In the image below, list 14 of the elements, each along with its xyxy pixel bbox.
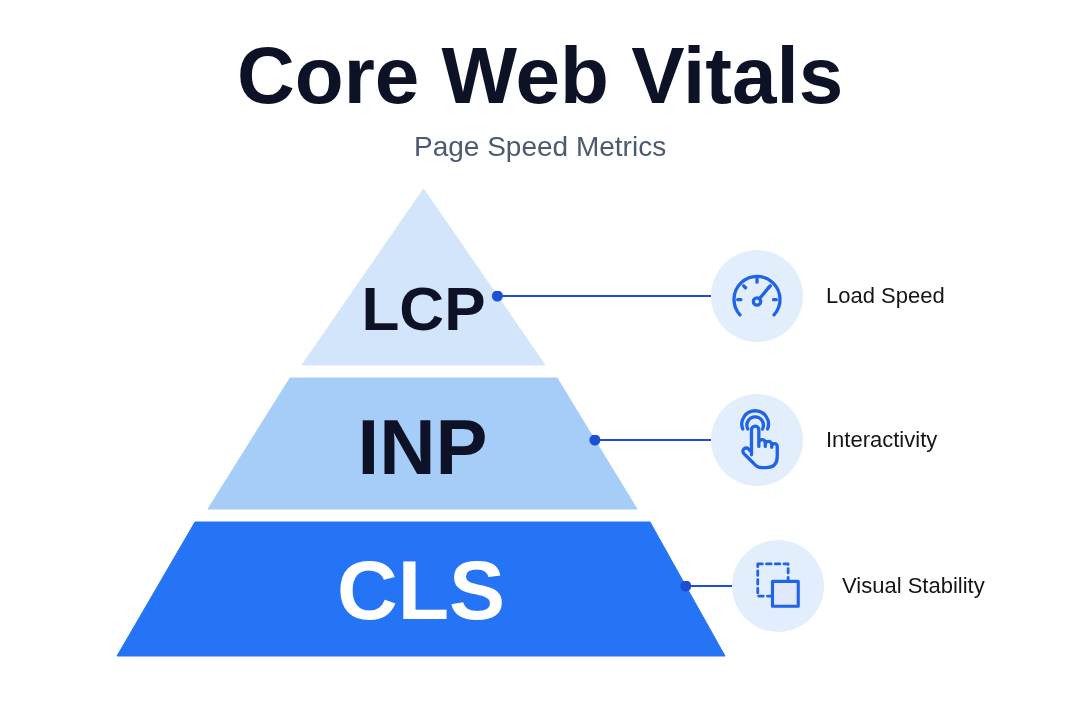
pointing-hand-icon [711,394,803,486]
metric-label: Visual Stability [842,573,985,600]
layer-label: LCP [361,278,486,340]
layer-label: INP [357,408,488,486]
connector-line [680,580,733,592]
metric-label: Load Speed [826,283,945,310]
diagram-title: Core Web Vitals [237,36,844,116]
metric-label: Interactivity [826,427,938,454]
connector-line [589,434,712,446]
layer-label: CLS [337,548,505,632]
overlapping-squares-icon [732,540,824,632]
gauge-icon [711,250,803,342]
subtitle: Page Speed Metrics [414,132,667,163]
connector-line [491,290,712,302]
